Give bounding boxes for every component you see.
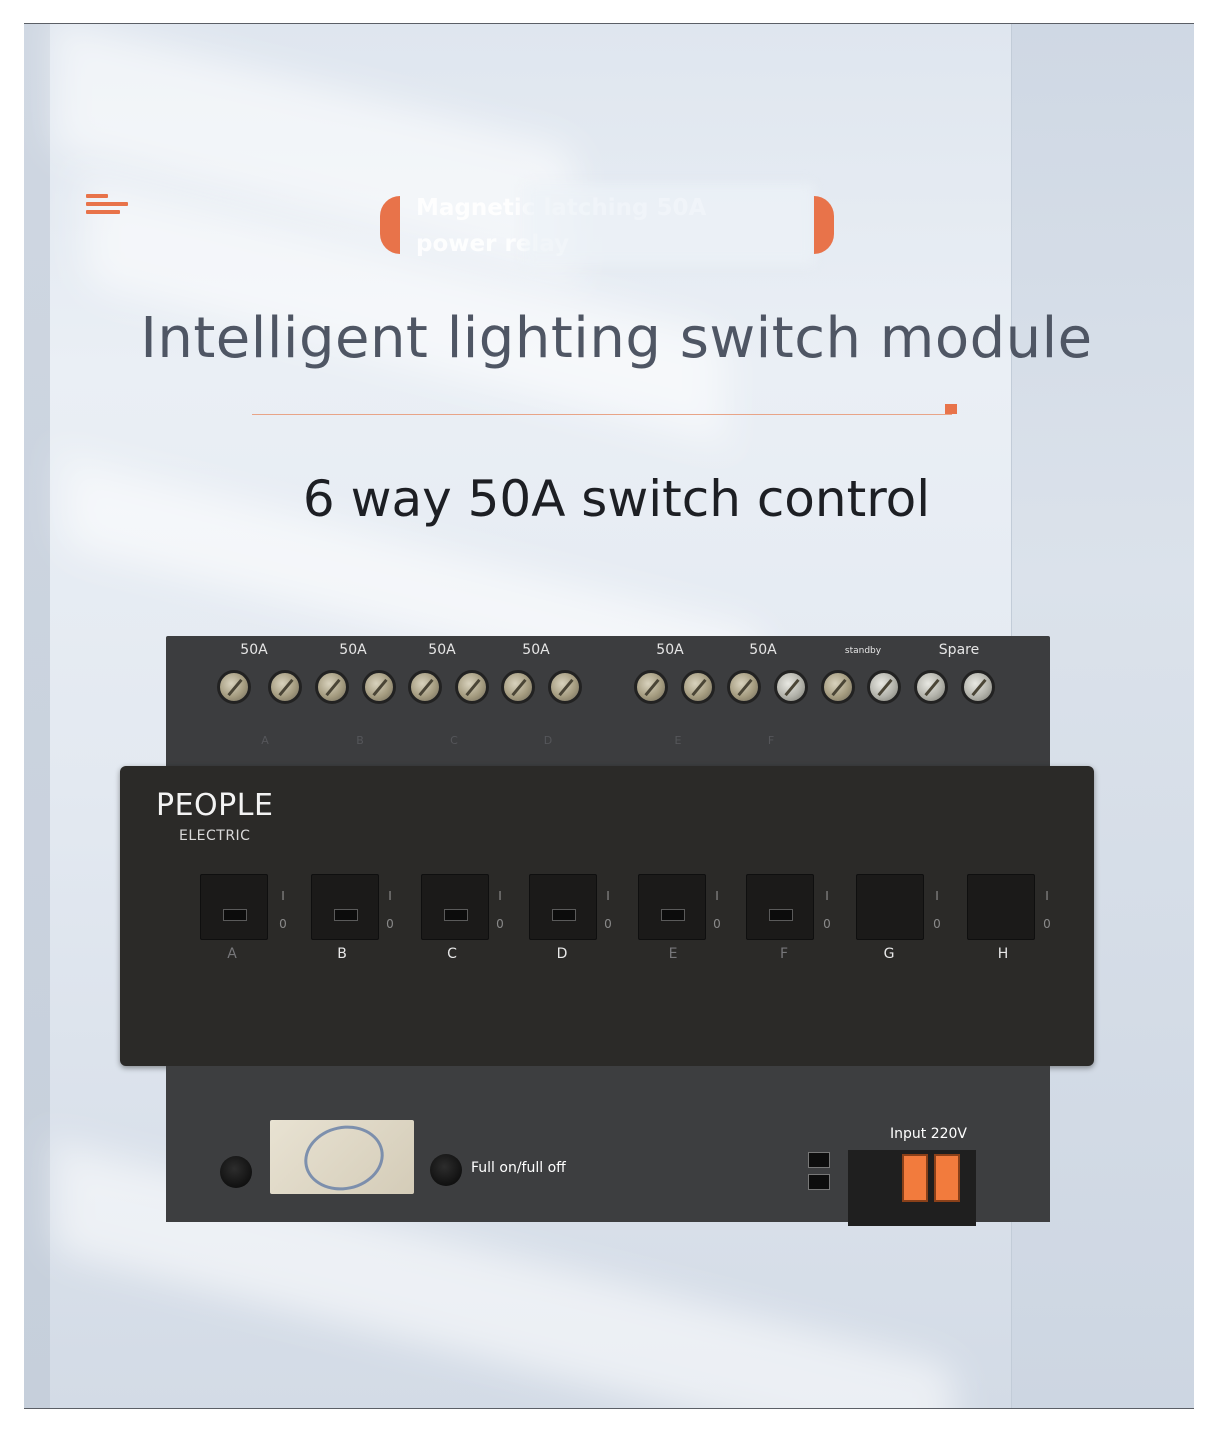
pill-cap-right: [814, 196, 834, 254]
terminal-letter: B: [356, 734, 364, 747]
switch-g[interactable]: [856, 874, 924, 940]
terminal-letter: C: [450, 734, 458, 747]
subtitle-overlay: [524, 184, 814, 264]
terminal-rating: 50A: [522, 642, 550, 658]
switch-d[interactable]: [529, 874, 597, 940]
switch-a[interactable]: [200, 874, 268, 940]
switch-label: B: [337, 946, 347, 962]
terminal-screw: [268, 670, 302, 704]
terminal-screw: [315, 670, 349, 704]
terminal-screw: [362, 670, 396, 704]
terminal-letter: A: [261, 734, 269, 747]
terminal-screw: [774, 670, 808, 704]
terminal-screw: [914, 670, 948, 704]
terminal-letter: F: [767, 734, 775, 747]
terminal-screw: [455, 670, 489, 704]
knob-button[interactable]: [220, 1156, 252, 1188]
switch-label: A: [227, 946, 237, 962]
terminal-rating: Spare: [938, 642, 980, 658]
switch-b[interactable]: [311, 874, 379, 940]
terminal-screw: [548, 670, 582, 704]
switch-label: G: [883, 946, 895, 962]
switch-label: D: [556, 946, 568, 962]
terminal-letter: E: [674, 734, 682, 747]
switch-label: C: [447, 946, 457, 962]
terminal-rating: 50A: [240, 642, 268, 658]
terminal-letter: D: [543, 734, 553, 747]
switch-label: H: [997, 946, 1009, 962]
terminal-screw: [727, 670, 761, 704]
pill-cap-left: [380, 196, 400, 254]
terminal-screw: [408, 670, 442, 704]
switch-e[interactable]: [638, 874, 706, 940]
input-label: Input 220V: [890, 1126, 967, 1142]
product-frame: Magnetic latching 50A power relay Intell…: [24, 23, 1194, 1409]
full-toggle-label: Full on/full off: [471, 1160, 566, 1176]
tagline: 6 way 50A switch control: [302, 470, 931, 528]
input-terminal: [934, 1154, 960, 1202]
terminal-rating: 50A: [428, 642, 456, 658]
switch-f[interactable]: [746, 874, 814, 940]
switch-label: E: [668, 946, 678, 962]
switch-label: F: [779, 946, 789, 962]
terminal-rating: standby: [844, 646, 882, 656]
terminal-screw: [217, 670, 251, 704]
terminal-rating: 50A: [339, 642, 367, 658]
brand-subtitle: ELECTRIC: [179, 828, 251, 844]
terminal-screw: [821, 670, 855, 704]
device-top-terminal-block: [166, 636, 1050, 768]
mini-switch[interactable]: [808, 1152, 830, 1168]
mini-switch[interactable]: [808, 1174, 830, 1190]
terminal-screw: [634, 670, 668, 704]
switch-h[interactable]: [967, 874, 1035, 940]
terminal-screw: [501, 670, 535, 704]
page-title: Intelligent lighting switch module: [140, 306, 1093, 371]
device-front-panel: [120, 766, 1094, 1066]
input-terminal: [902, 1154, 928, 1202]
menu-icon[interactable]: [86, 194, 128, 222]
terminal-rating: 50A: [656, 642, 684, 658]
divider-line: [252, 414, 952, 415]
qc-pass-sticker: [270, 1118, 414, 1198]
switch-c[interactable]: [421, 874, 489, 940]
divider-dot: [945, 404, 957, 414]
brand-name: PEOPLE: [156, 788, 274, 823]
terminal-screw: [681, 670, 715, 704]
wall-left: [24, 24, 50, 1408]
terminal-screw: [961, 670, 995, 704]
terminal-rating: 50A: [749, 642, 777, 658]
terminal-screw: [867, 670, 901, 704]
full-toggle-button[interactable]: [430, 1154, 462, 1186]
